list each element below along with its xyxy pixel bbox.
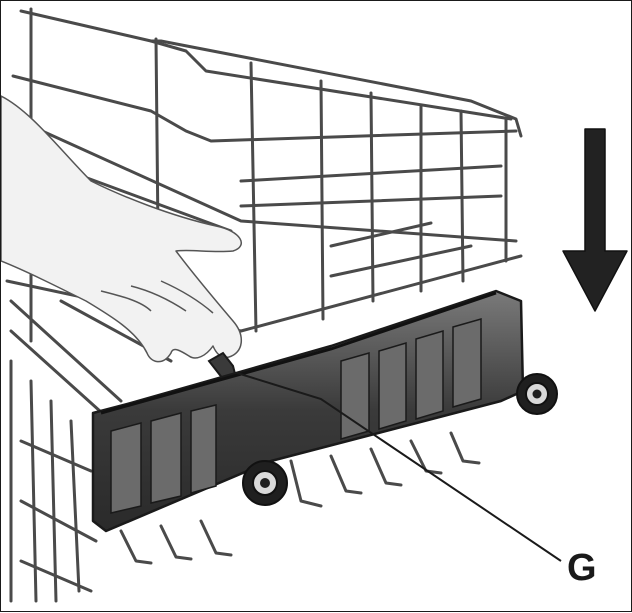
hand — [1, 95, 242, 363]
callout-leader-line — [236, 372, 562, 562]
wire-basket — [5, 7, 523, 603]
rack-wheel-right — [516, 373, 558, 415]
arrow-down-icon — [562, 128, 628, 312]
rack-wheel-left — [242, 460, 288, 506]
callout-label-g: G — [567, 547, 597, 589]
